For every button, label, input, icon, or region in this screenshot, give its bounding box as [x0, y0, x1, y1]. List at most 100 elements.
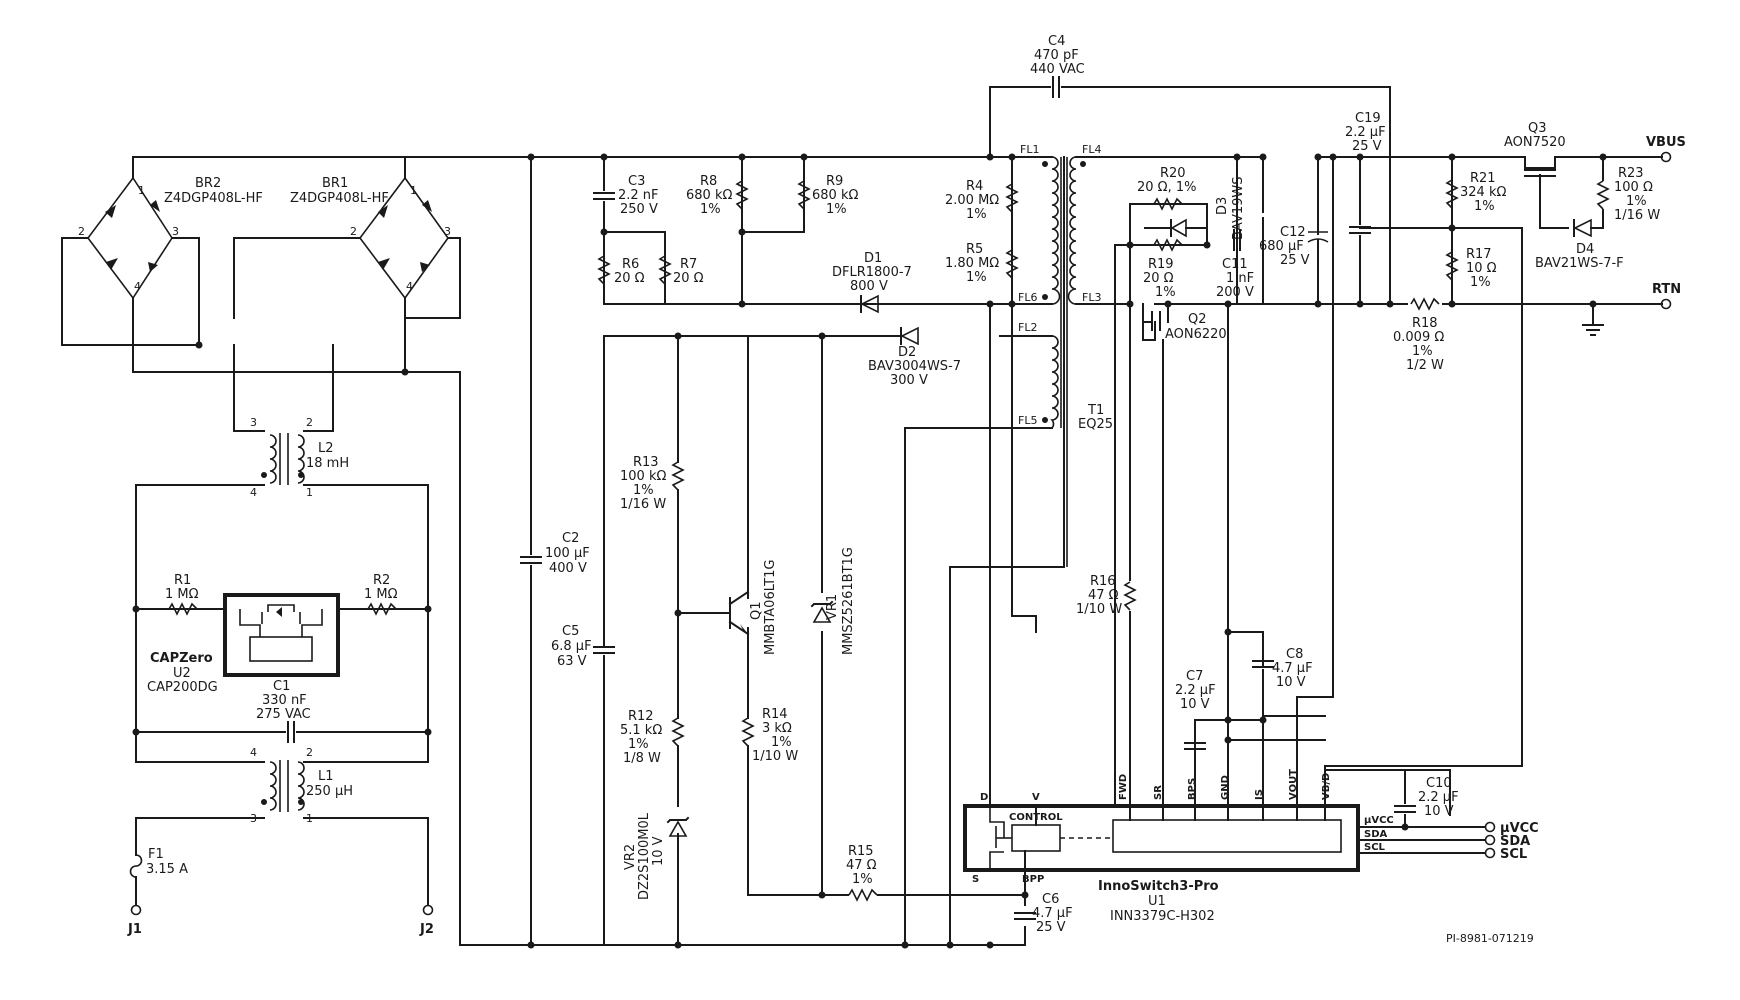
r4-ref: R4 [966, 179, 983, 194]
terminal-uvcc: µVCC [1484, 821, 1539, 836]
r16-value: 47 Ω [1088, 588, 1119, 603]
r16-ref: R16 [1090, 574, 1116, 589]
c6-ref: C6 [1042, 892, 1059, 907]
uvcc-label: µVCC [1500, 821, 1539, 836]
r20-value: 20 Ω, 1% [1137, 180, 1197, 195]
br2-part: Z4DGP408L-HF [164, 191, 263, 206]
u1-pin-gnd: GND [1220, 775, 1231, 800]
br2-pin3: 3 [172, 225, 179, 238]
diode-d4: D4 BAV21WS-7-F [1535, 218, 1624, 271]
c10-ref: C10 [1426, 776, 1452, 791]
r9-value: 680 kΩ [812, 188, 858, 203]
r13-ref: R13 [633, 455, 659, 470]
r12-tol: 1% [628, 737, 649, 752]
q2-ref: Q2 [1188, 312, 1207, 327]
l2-pin3: 3 [250, 416, 257, 429]
u1-pin-sr: SR [1153, 785, 1164, 800]
r4-value: 2.00 MΩ [945, 193, 999, 208]
capacitor-c6: C6 4.7 µF 25 V [1014, 892, 1073, 935]
connector-j2: J2 [419, 904, 434, 937]
r2-ref: R2 [373, 573, 390, 588]
capacitor-c2: C2 100 µF 400 V [520, 531, 590, 576]
capacitor-c12: C12 680 µF 25 V [1259, 225, 1329, 268]
r7-value: 20 Ω [673, 271, 704, 286]
mosfet-q2: Q2 AON6220 [1142, 311, 1227, 342]
r14-ref: R14 [762, 707, 788, 722]
terminal-scl: SCL [1484, 847, 1527, 862]
resistor-r8: R8 680 kΩ 1% [686, 174, 748, 217]
diode-d1: D1 DFLR1800-7 800 V [832, 251, 912, 314]
d2-part: BAV3004WS-7 [868, 359, 961, 374]
resistor-r13: R13 100 kΩ 1% 1/16 W [620, 455, 684, 512]
r14-power: 1/10 W [752, 749, 798, 764]
r13-value: 100 kΩ [620, 469, 666, 484]
u2-ref: U2 [173, 666, 191, 681]
l2-ref: L2 [318, 441, 334, 456]
t1-fl1: FL1 [1020, 143, 1039, 156]
u1-pin-v: V [1032, 792, 1040, 803]
u1-pin-vout: VOUT [1288, 769, 1299, 800]
br1-ref: BR1 [322, 176, 348, 191]
r12-value: 5.1 kΩ [620, 723, 662, 738]
r17-ref: R17 [1466, 247, 1492, 262]
l1-pin1: 1 [306, 812, 313, 825]
r8-ref: R8 [700, 174, 717, 189]
r6-ref: R6 [622, 257, 639, 272]
u2-part: CAP200DG [147, 680, 218, 695]
br1-pin2: 2 [350, 225, 357, 238]
c8-ref: C8 [1286, 647, 1303, 662]
r12-power: 1/8 W [623, 751, 661, 766]
d4-part: BAV21WS-7-F [1535, 256, 1624, 271]
r19-tol: 1% [1155, 285, 1176, 300]
resistor-r18: R18 0.009 Ω 1% 1/2 W [1393, 298, 1444, 373]
resistor-r4: R4 2.00 MΩ 1% [945, 179, 1018, 222]
c2-rating: 400 V [549, 561, 587, 576]
r1-ref: R1 [174, 573, 191, 588]
resistor-r20: R20 20 Ω, 1% [1137, 166, 1197, 210]
resistor-r6: R6 20 Ω [598, 255, 645, 286]
c19-value: 2.2 µF [1345, 125, 1386, 140]
t1-fl3: FL3 [1082, 291, 1101, 304]
u1-pin-sda: SDA [1364, 829, 1388, 840]
r23-tol: 1% [1626, 194, 1647, 209]
resistor-r7: R7 20 Ω [659, 255, 704, 286]
vbus-label: VBUS [1646, 135, 1686, 150]
c1-ref: C1 [273, 679, 290, 694]
u1-ref: U1 [1148, 894, 1166, 909]
l1-pin3: 3 [250, 812, 257, 825]
r21-value: 324 kΩ [1460, 185, 1506, 200]
c6-value: 4.7 µF [1032, 906, 1073, 921]
transformer-t1: FL1 FL4 FL6 FL3 FL2 FL5 T1 EQ25 [1018, 143, 1113, 567]
c7-rating: 10 V [1180, 697, 1210, 712]
u1-pin-bpp: BPP [1022, 874, 1044, 885]
r18-value: 0.009 Ω [1393, 330, 1444, 345]
u1-pin-is: IS [1254, 789, 1265, 800]
bridge-rectifier-br1: 1 2 3 4 BR1 Z4DGP408L-HF [290, 176, 451, 300]
r15-value: 47 Ω [846, 858, 877, 873]
c12-ref: C12 [1280, 225, 1306, 240]
t1-fl5: FL5 [1018, 414, 1037, 427]
d2-rating: 300 V [890, 373, 928, 388]
r4-tol: 1% [966, 207, 987, 222]
t1-fl2: FL2 [1018, 321, 1037, 334]
zener-vr1: VR1 MMSZ5261BT1G [810, 547, 856, 655]
ic-u2-capzero: CAPZero U2 CAP200DG [147, 593, 340, 695]
vr2-ref: VR2 [623, 844, 638, 870]
u2-brand: CAPZero [150, 651, 213, 666]
r5-value: 1.80 MΩ [945, 256, 999, 271]
r18-power: 1/2 W [1406, 358, 1444, 373]
capacitor-c5: C5 6.8 µF 63 V [551, 624, 615, 669]
fuse-f1: F1 3.15 A [129, 847, 188, 878]
resistor-r23: R23 100 Ω 1% 1/16 W [1597, 166, 1660, 223]
capacitor-c19: C19 2.2 µF 25 V [1345, 111, 1386, 234]
c5-value: 6.8 µF [551, 639, 592, 654]
c6-rating: 25 V [1036, 920, 1066, 935]
bridge-rectifier-br2: 1 2 3 4 BR2 Z4DGP408L-HF [78, 176, 263, 300]
r14-value: 3 kΩ [762, 721, 792, 736]
c1-value: 330 nF [262, 693, 307, 708]
l2-value: 18 mH [306, 456, 349, 471]
c1-rating: 275 VAC [256, 707, 311, 722]
c5-rating: 63 V [557, 654, 587, 669]
d4-ref: D4 [1576, 242, 1594, 257]
br1-part: Z4DGP408L-HF [290, 191, 389, 206]
